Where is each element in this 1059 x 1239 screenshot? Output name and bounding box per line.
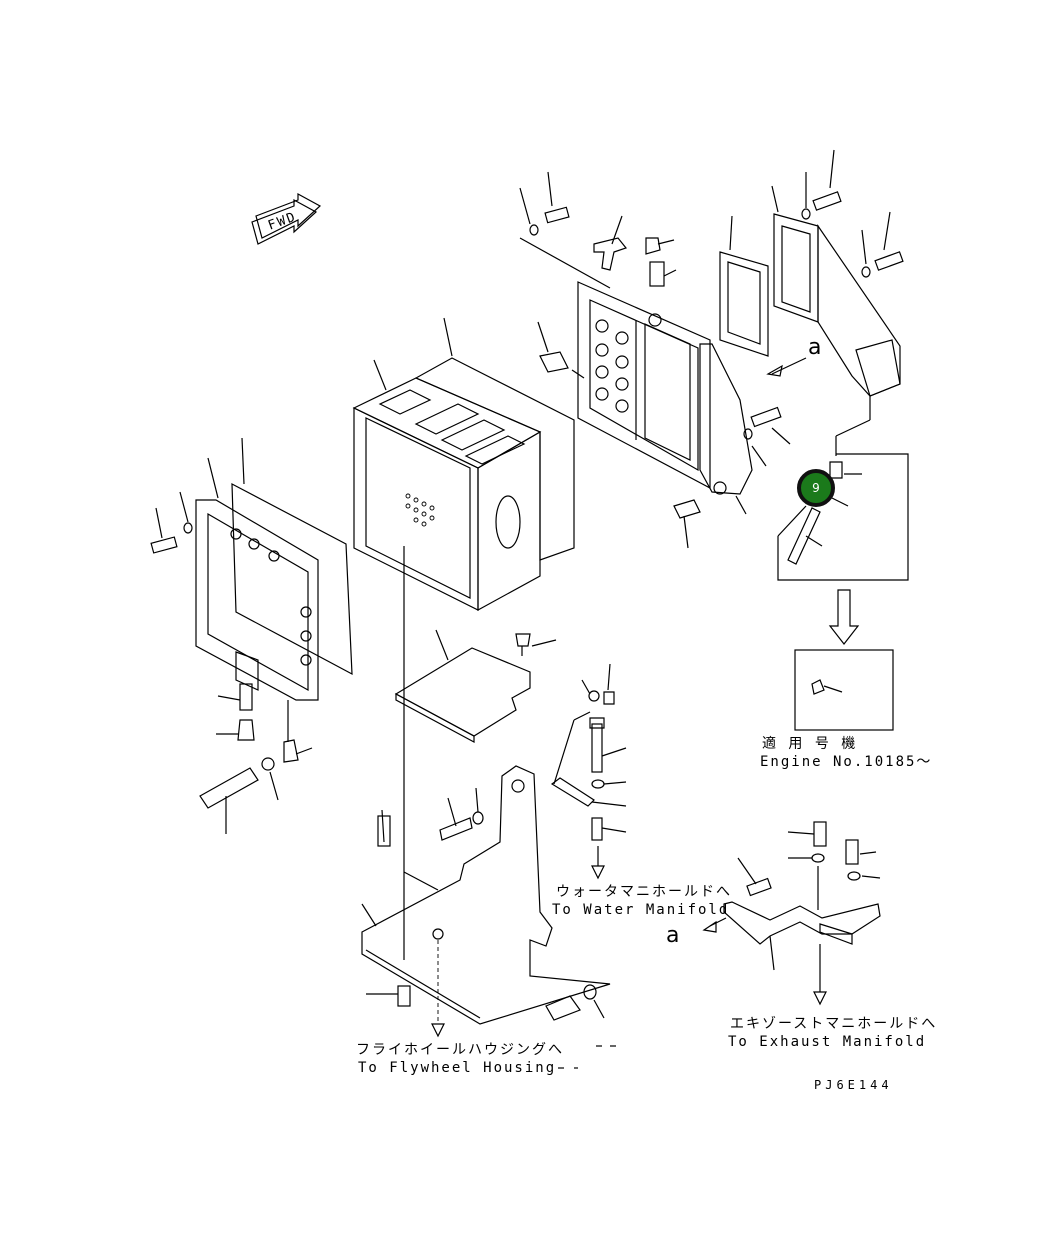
down-arrow-icon [828,589,860,645]
flywheel-housing-en: To Flywheel Housing [358,1060,557,1076]
mount-plate [394,546,557,960]
flywheel-housing-jp: フライホイールハウジングへ [356,1042,564,1058]
top-bolts [519,171,677,289]
core-hole-pattern [405,493,435,527]
view-a-label-top: a [808,335,824,360]
exhaust-elbow [766,149,904,456]
elbow-gasket [719,185,779,357]
pipe-clamp [550,663,627,880]
exhaust-manifold-jp: エキゾーストマニホールドへ [730,1016,938,1032]
view-a-label-bottom: a [666,923,682,948]
serial-note-en: Engine No.10185～ [760,754,933,770]
bottom-dashes [558,1045,616,1069]
detail-box-2 [794,649,894,731]
water-manifold-jp: ウォータマニホールドへ [556,884,732,900]
exhaust-bracket [702,821,881,1006]
cooler-core [352,317,575,612]
left-cover [150,437,353,834]
lower-bracket [361,765,611,1038]
callout-marker-9[interactable]: 9 [797,469,835,507]
drawing-id: PJ6E144 [814,1078,893,1092]
fwd-arrow-icon [251,192,322,245]
serial-note-jp: 適 用 号 機 [762,736,858,752]
water-manifold-en: To Water Manifold [552,902,730,918]
rear-cover [537,281,791,549]
detail-box [777,453,909,581]
exhaust-manifold-en: To Exhaust Manifold [728,1034,927,1050]
